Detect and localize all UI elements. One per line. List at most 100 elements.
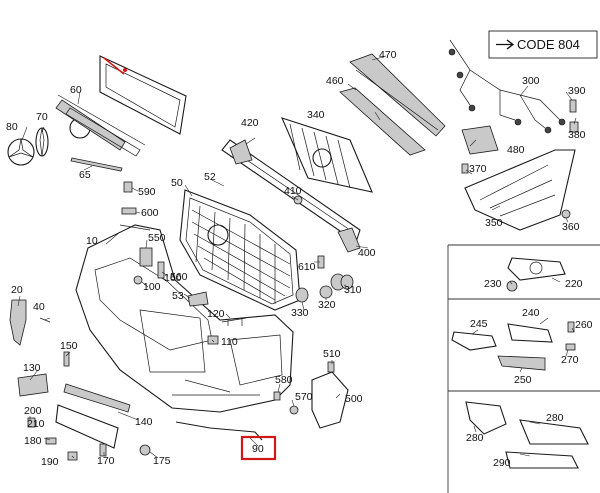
callout-580: 580 [275,374,293,386]
part-460-beam [339,87,426,156]
part-590-screw [123,181,133,193]
highlight-box-90 [240,435,277,461]
callout-570: 570 [295,391,313,403]
callout-250: 250 [514,374,532,386]
callout-90: 90 [252,443,264,455]
callout-80: 80 [6,121,18,133]
callout-110: 110 [221,336,238,348]
callout-410: 410 [284,185,302,197]
callout-150: 150 [60,340,78,352]
part-260-screw [567,321,575,333]
part-600-clip [121,207,137,215]
part-350-side-bracket [464,149,576,231]
callout-10: 10 [86,235,98,247]
callout-50: 50 [171,177,183,189]
callout-310: 310 [344,284,362,296]
callout-160: 160 [164,272,182,284]
callout-510: 510 [323,348,341,360]
part-580-clip [273,391,281,401]
part-100-clip [133,275,143,285]
part-65-strip [70,157,123,172]
callout-65: 65 [79,169,91,181]
callout-610: 610 [298,261,316,273]
code-box: CODE 804 [488,30,598,59]
callout-200: 200 [24,405,42,417]
callout-70: 70 [36,111,48,123]
part-53-cover [187,291,209,307]
part-52-bracket [221,139,361,243]
callout-240: 240 [522,307,540,319]
callout-370: 370 [469,163,487,175]
part-245-lamp [451,331,497,351]
part-280-left [465,401,507,435]
part-290-grille [505,451,579,469]
part-140-lower-grille [55,404,119,449]
code-label: CODE 804 [517,37,580,52]
part-200-clip [27,417,36,428]
callout-270: 270 [561,354,579,366]
part-470-beam [349,53,446,137]
callout-460: 460 [326,75,344,87]
callout-245: 245 [470,318,488,330]
part-150-screw [63,351,70,367]
callout-60: 60 [70,84,82,96]
part-400-bracket [337,227,361,253]
part-330-sensor [295,287,309,303]
part-320-ring [319,285,333,299]
inset-panels [447,244,600,493]
part-130-bracket [17,373,49,397]
callout-40: 40 [33,301,45,313]
callout-320: 320 [318,299,336,311]
callout-175: 175 [153,455,171,467]
callout-380: 380 [568,129,586,141]
part-360-clip [561,209,571,219]
callout-280-left: 280 [466,432,484,444]
part-20-side-trim [9,299,27,346]
callout-400: 400 [358,247,376,259]
part-80-star-emblem [7,138,35,166]
part-270-clip [565,343,576,351]
part-110-clip [207,335,219,345]
part-380-clip [569,121,579,133]
callout-140: 140 [135,416,153,428]
part-170-screw [99,443,107,457]
callout-260: 260 [575,319,593,331]
part-280-right [519,419,589,445]
callout-560: 560 [170,271,188,283]
part-300-wiring-harness [448,39,566,134]
callout-390: 390 [568,85,586,97]
part-50-main-grille [179,189,301,311]
part-500-bracket [311,371,349,429]
part-120-harness [221,317,247,326]
callout-600: 600 [141,207,159,219]
callout-20: 20 [11,284,23,296]
callout-210: 210 [27,418,45,430]
part-60-grille-carrier [55,94,146,157]
part-390-screw [569,99,577,113]
part-240-cover [507,323,553,343]
callout-500: 500 [345,393,363,405]
part-40-clip [39,317,51,323]
part-340-grille [281,117,373,193]
part-250-bracket [497,355,546,371]
part-230-clip [506,280,518,292]
part-220-fog-cover [507,257,566,281]
callout-100: 100 [143,281,161,293]
callout-480: 480 [507,144,525,156]
part-160-strip [63,383,131,413]
callout-labels: 10 20 40 50 52 53 60 65 70 80 90 100 110… [6,49,593,469]
part-570-clip [289,405,299,415]
callout-550: 550 [148,232,166,244]
callout-53: 53 [172,290,184,302]
callout-420: 420 [241,117,259,129]
part-310-sensor [330,273,354,291]
callout-52: 52 [204,171,216,183]
callout-120: 120 [207,308,225,320]
part-480-module [461,125,499,155]
callout-170: 170 [97,455,115,467]
callout-590: 590 [138,186,156,198]
callout-230: 230 [484,278,502,290]
part-70-emblem [35,127,49,157]
part-180-clip [45,437,57,445]
